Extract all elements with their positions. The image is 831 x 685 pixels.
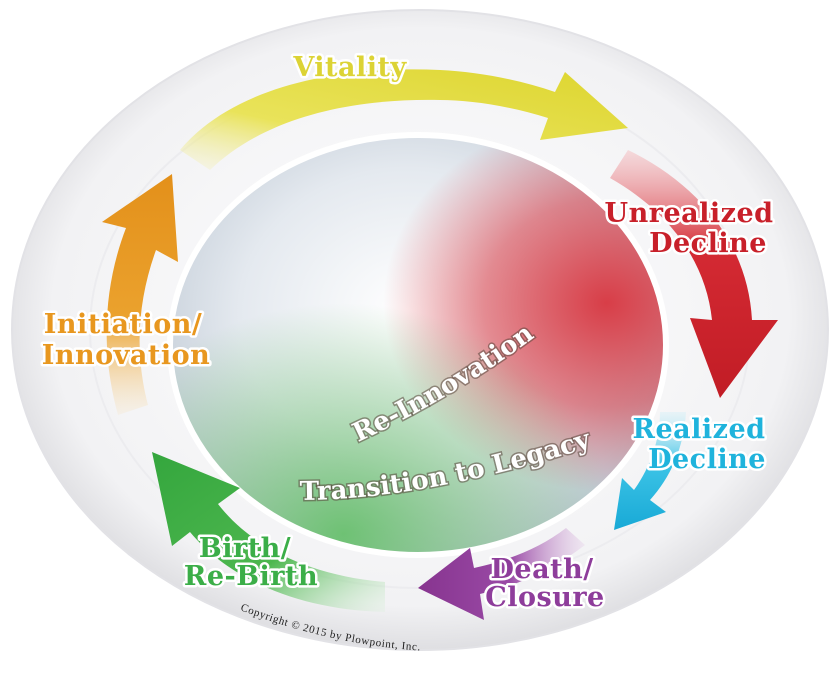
label-birth-rebirth: Birth/ Re-Birth xyxy=(184,533,318,592)
label-unrealized-decline-line-1: Unrealized xyxy=(605,198,774,229)
label-birth-rebirth-line-2: Re-Birth xyxy=(184,561,318,592)
realized-decline-arrow xyxy=(614,412,686,530)
label-initiation-innovation: Initiation/ Innovation xyxy=(42,309,212,371)
label-realized-decline-line-1: Realized xyxy=(633,414,766,445)
label-vitality: Vitality xyxy=(292,52,407,83)
label-initiation-innovation-line-2: Innovation xyxy=(42,340,210,371)
label-birth-rebirth-line-1: Birth/ xyxy=(199,533,291,564)
vitality-arrow xyxy=(180,69,628,170)
label-initiation-innovation-line-1: Initiation/ xyxy=(44,309,202,340)
death-closure-arrow xyxy=(418,528,585,620)
label-death-closure-line-2: Closure xyxy=(485,582,605,613)
birth-rebirth-arrow xyxy=(152,452,385,612)
label-vitality-line-1: Vitality xyxy=(292,52,407,83)
inner-sphere xyxy=(167,132,669,558)
unrealized-decline-arrow xyxy=(610,150,778,398)
label-realized-decline: Realized Decline xyxy=(633,414,776,475)
label-unrealized-decline: Unrealized Decline xyxy=(605,198,784,259)
label-realized-decline-line-2: Decline xyxy=(648,444,766,475)
label-death-closure-line-1: Death/ xyxy=(491,554,594,585)
label-death-closure: Death/ Closure xyxy=(485,554,605,613)
label-unrealized-decline-line-2: Decline xyxy=(649,228,767,259)
initiation-innovation-arrow xyxy=(102,174,178,415)
